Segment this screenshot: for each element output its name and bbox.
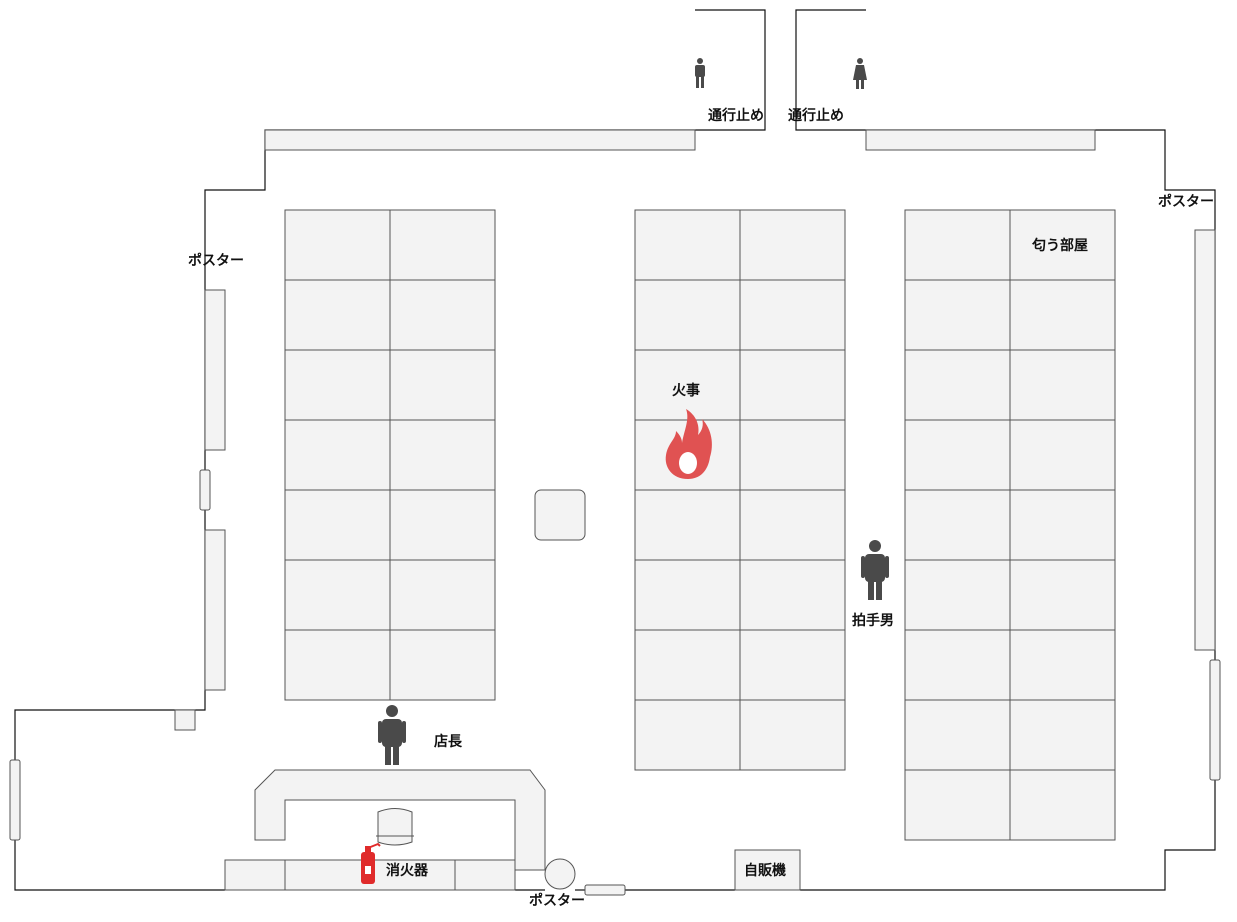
- seat-cell: [1009, 699, 1116, 771]
- seat-cell: [284, 559, 391, 631]
- seat-cell: [389, 559, 496, 631]
- seat-cell: [904, 279, 1011, 351]
- seat-cell: [739, 629, 846, 701]
- seat-cell: [739, 699, 846, 771]
- seat-cell: [1009, 209, 1116, 281]
- smelly-room-label: 匂う部屋: [1031, 237, 1088, 254]
- male-person-icon: [695, 58, 705, 88]
- seat-cell: [739, 489, 846, 561]
- seat-cell: [389, 279, 496, 351]
- no-entry-label-left: 通行止め: [708, 107, 764, 124]
- person-icon: [861, 540, 889, 600]
- round-stand: [544, 858, 576, 890]
- seat-cell: [1009, 769, 1116, 841]
- seat-cell: [904, 349, 1011, 421]
- seat-cell: [739, 559, 846, 631]
- seat-block-middle: [634, 209, 846, 771]
- clapping-man-label: 拍手男: [852, 612, 894, 629]
- seat-cell: [1009, 629, 1116, 701]
- seat-cell: [739, 349, 846, 421]
- fire-extinguisher-icon: [361, 842, 381, 884]
- seat-cell: [904, 699, 1011, 771]
- seat-cell: [389, 209, 496, 281]
- seat-cell: [1009, 489, 1116, 561]
- seat-cell: [389, 629, 496, 701]
- seat-block-right: [904, 209, 1116, 841]
- poster-label-bottom: ポスター: [529, 892, 585, 909]
- seat-cell: [634, 489, 741, 561]
- no-entry-label-right: 通行止め: [788, 107, 844, 124]
- seat-cell: [284, 629, 391, 701]
- extinguisher-label: 消火器: [386, 862, 429, 879]
- seat-cell: [634, 629, 741, 701]
- seat-cell: [904, 769, 1011, 841]
- manager-label: 店長: [434, 733, 463, 750]
- seat-cell: [1009, 559, 1116, 631]
- vending-machine: [734, 849, 801, 891]
- seat-cell: [739, 209, 846, 281]
- seat-cell: [1009, 419, 1116, 491]
- wall-panels: [9, 129, 1221, 896]
- seat-cell: [284, 419, 391, 491]
- seat-cell: [904, 559, 1011, 631]
- seat-cell: [904, 419, 1011, 491]
- seat-cell: [1009, 349, 1116, 421]
- poster-label-right-top: ポスター: [1158, 193, 1214, 210]
- seat-cell: [284, 279, 391, 351]
- seat-cell: [634, 699, 741, 771]
- poster-label-left: ポスター: [188, 252, 244, 269]
- seat-cell: [739, 279, 846, 351]
- pillar: [534, 489, 586, 541]
- seat-cell: [389, 349, 496, 421]
- seat-cell: [634, 279, 741, 351]
- seat-cell: [284, 349, 391, 421]
- seat-block-left: [284, 209, 496, 701]
- seat-cell: [389, 489, 496, 561]
- person-icon: [378, 705, 406, 765]
- seat-cell: [1009, 279, 1116, 351]
- seat-cell: [634, 349, 741, 421]
- seat-cell: [634, 209, 741, 281]
- seat-cell: [634, 559, 741, 631]
- vending-machine-label: 自販機: [744, 862, 786, 879]
- flame-icon: [665, 409, 712, 479]
- seat-cell: [389, 419, 496, 491]
- seat-cell: [904, 629, 1011, 701]
- female-person-icon: [853, 58, 867, 89]
- chair-icon: [376, 808, 414, 846]
- seat-cell: [739, 419, 846, 491]
- seat-cell: [284, 209, 391, 281]
- seat-cell: [904, 209, 1011, 281]
- seat-cell: [904, 489, 1011, 561]
- seat-cell: [284, 489, 391, 561]
- fire-label: 火事: [672, 382, 700, 399]
